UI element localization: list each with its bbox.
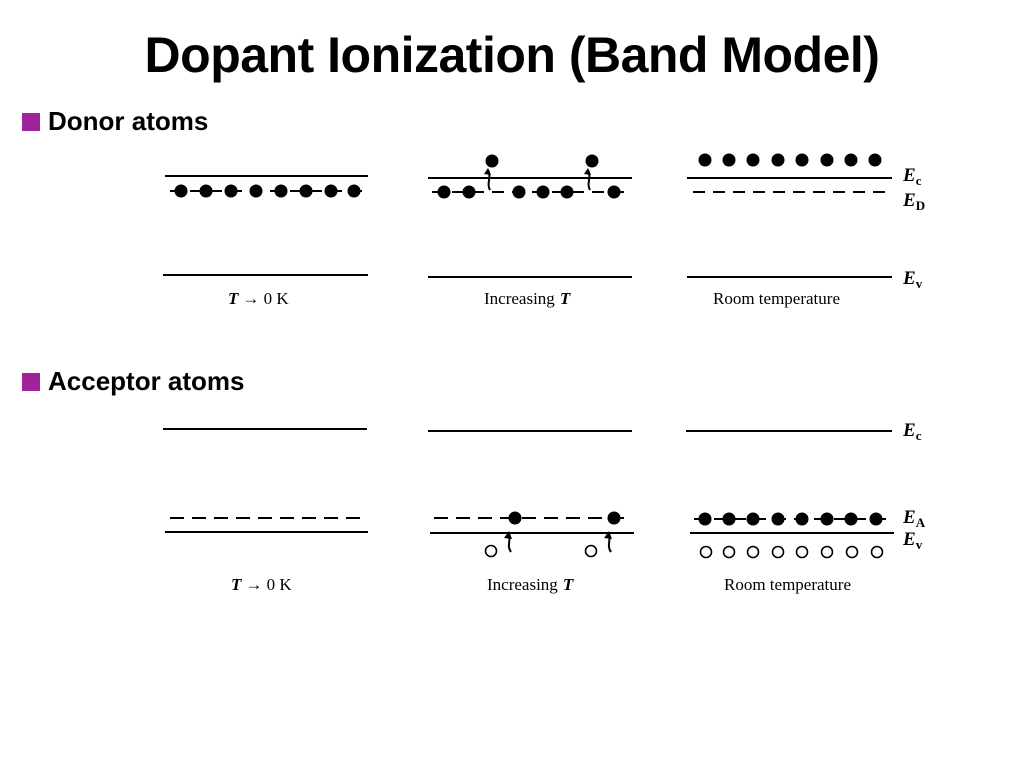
hole (584, 544, 598, 558)
hole (771, 545, 785, 559)
electron (844, 512, 858, 526)
electron (347, 184, 361, 198)
electron (698, 512, 712, 526)
arrow-head-icon (484, 168, 491, 175)
electron (224, 184, 238, 198)
electron (698, 153, 712, 167)
electron (560, 185, 574, 199)
electron (437, 185, 451, 199)
hole (870, 545, 884, 559)
electron (746, 512, 760, 526)
electron (722, 153, 736, 167)
electron (324, 184, 338, 198)
bullet-square-icon (22, 112, 40, 131)
conduction-electrons (698, 153, 882, 167)
electron (485, 154, 499, 168)
electron (795, 512, 809, 526)
caption-room-temperature: Room temperature (724, 575, 851, 594)
electron (844, 153, 858, 167)
hole (484, 544, 498, 558)
electron (174, 184, 188, 198)
hole (845, 545, 859, 559)
electron (199, 184, 213, 198)
electron (299, 184, 313, 198)
label-EA: EA (902, 507, 926, 530)
donor-panel-zero-kelvin: T→ 0 K (163, 175, 368, 308)
electron (585, 154, 599, 168)
label-Ec: Ec (902, 420, 922, 443)
label-Ev: Ev (902, 529, 923, 552)
acceptor-panel-zero-kelvin: T→ 0 K (163, 428, 368, 594)
electron (820, 512, 834, 526)
label-ED: ED (902, 190, 925, 213)
arrow-head-icon (604, 531, 612, 539)
electron (722, 512, 736, 526)
electron (607, 185, 621, 199)
donor-electrons (174, 184, 361, 198)
bullet-donor: Donor atoms (22, 106, 208, 137)
electron (536, 185, 550, 199)
electron (607, 511, 621, 525)
donor-heading: Donor atoms (48, 106, 209, 136)
caption-zero-kelvin: T→ 0 K (231, 575, 292, 594)
label-Ev: Ev (902, 268, 923, 291)
caption-room-temperature: Room temperature (713, 289, 840, 308)
electron (462, 185, 476, 199)
electron (820, 153, 834, 167)
hole (699, 545, 713, 559)
electron (508, 511, 522, 525)
caption-zero-kelvin: T→ 0 K (228, 289, 289, 308)
electron (249, 184, 263, 198)
electron (771, 512, 785, 526)
electron (869, 512, 883, 526)
arrow-head-icon (504, 531, 512, 539)
hole (722, 545, 736, 559)
electron (512, 185, 526, 199)
acceptor-panel-room-temperature: Room temperature (686, 430, 894, 594)
hole (820, 545, 834, 559)
electron (868, 153, 882, 167)
valence-holes (699, 545, 884, 559)
electron (771, 153, 785, 167)
acceptor-electrons (698, 512, 883, 526)
bullet-square-icon (22, 372, 40, 391)
label-Ec: Ec (902, 165, 922, 188)
hole (795, 545, 809, 559)
electron (746, 153, 760, 167)
acceptor-heading: Acceptor atoms (48, 366, 245, 396)
arrow-head-icon (584, 168, 591, 175)
bullet-acceptor: Acceptor atoms (22, 366, 245, 397)
hole (746, 545, 760, 559)
donor-panel-room-temperature: Room temperature (687, 153, 892, 308)
slide-title: Dopant Ionization (Band Model) (144, 27, 880, 83)
electron (795, 153, 809, 167)
electron (274, 184, 288, 198)
